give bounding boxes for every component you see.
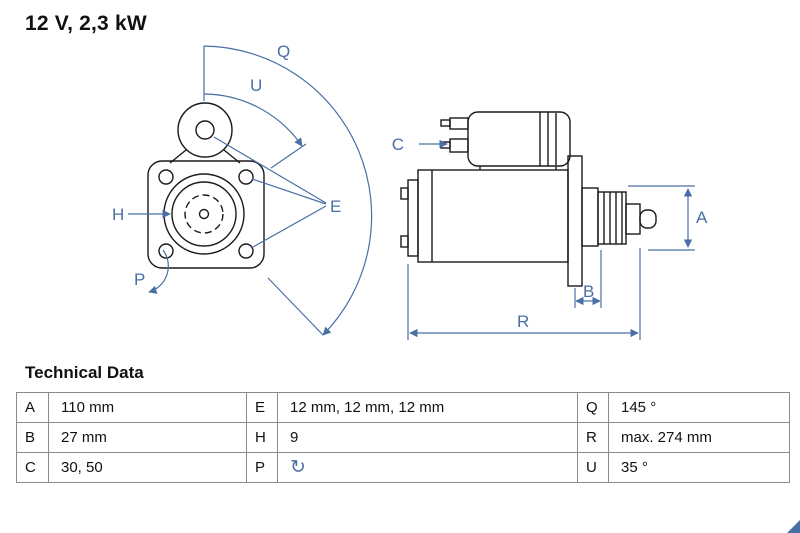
spec-value-Q: 145 ° bbox=[608, 392, 790, 423]
spec-key-U: U bbox=[577, 452, 609, 483]
corner-mark bbox=[787, 520, 800, 533]
spec-key-A: A bbox=[16, 392, 49, 423]
dim-label-P: P bbox=[134, 270, 145, 289]
spec-key-E: E bbox=[246, 392, 278, 423]
spec-value-R: max. 274 mm bbox=[608, 422, 790, 453]
rotation-direction-icon: ↻ bbox=[277, 452, 578, 483]
dim-label-E: E bbox=[330, 197, 341, 216]
spec-key-R: R bbox=[577, 422, 609, 453]
terminal bbox=[449, 117, 469, 130]
spec-value-A: 110 mm bbox=[48, 392, 247, 423]
spec-value-E: 12 mm, 12 mm, 12 mm bbox=[277, 392, 578, 423]
spec-value-H: 9 bbox=[277, 422, 578, 453]
spec-value-C: 30, 50 bbox=[48, 452, 247, 483]
spec-key-H: H bbox=[246, 422, 278, 453]
dim-label-Q: Q bbox=[277, 42, 290, 61]
technical-data-heading: Technical Data bbox=[25, 363, 144, 382]
bolt-hole bbox=[158, 243, 174, 259]
product-title: 12 V, 2,3 kW bbox=[25, 12, 147, 35]
ear-hole bbox=[195, 120, 215, 140]
spec-key-B: B bbox=[16, 422, 49, 453]
dim-label-U: U bbox=[250, 76, 262, 95]
dim-label-H: H bbox=[112, 205, 124, 224]
table-row: A 110 mm E 12 mm, 12 mm, 12 mm Q 145 ° bbox=[16, 392, 790, 423]
leader-lines bbox=[128, 136, 327, 294]
bolt-hole bbox=[238, 169, 254, 185]
pinion-front bbox=[163, 173, 245, 255]
solenoid bbox=[440, 111, 571, 170]
end-cap bbox=[407, 179, 419, 257]
spec-key-C: C bbox=[16, 452, 49, 483]
bolt-hole bbox=[158, 169, 174, 185]
dim-label-C: C bbox=[392, 135, 404, 154]
spec-value-U: 35 ° bbox=[608, 452, 790, 483]
side-view: C A B R bbox=[392, 111, 708, 340]
starter-motor-diagram: Q U H E P bbox=[112, 42, 708, 340]
front-view: Q U H E P bbox=[112, 42, 373, 336]
dim-label-R: R bbox=[517, 312, 529, 331]
angle-dimensions bbox=[203, 45, 373, 336]
spec-value-B: 27 mm bbox=[48, 422, 247, 453]
dim-label-A: A bbox=[696, 208, 708, 227]
table-row: B 27 mm H 9 R max. 274 mm bbox=[16, 422, 790, 453]
side-dimensions bbox=[407, 139, 695, 340]
drive-end bbox=[567, 155, 657, 287]
dim-label-B: B bbox=[583, 282, 594, 301]
bolt-hole bbox=[238, 243, 254, 259]
terminal bbox=[449, 138, 469, 153]
shaft-tip bbox=[639, 209, 657, 229]
spec-key-Q: Q bbox=[577, 392, 609, 423]
spec-key-P: P bbox=[246, 452, 278, 483]
mounting-ear bbox=[177, 102, 233, 158]
drive-flange bbox=[567, 155, 583, 287]
table-row: C 30, 50 P ↻ U 35 ° bbox=[16, 452, 790, 483]
spec-table: A 110 mm E 12 mm, 12 mm, 12 mm Q 145 ° B… bbox=[16, 392, 790, 483]
motor-body bbox=[417, 169, 569, 263]
